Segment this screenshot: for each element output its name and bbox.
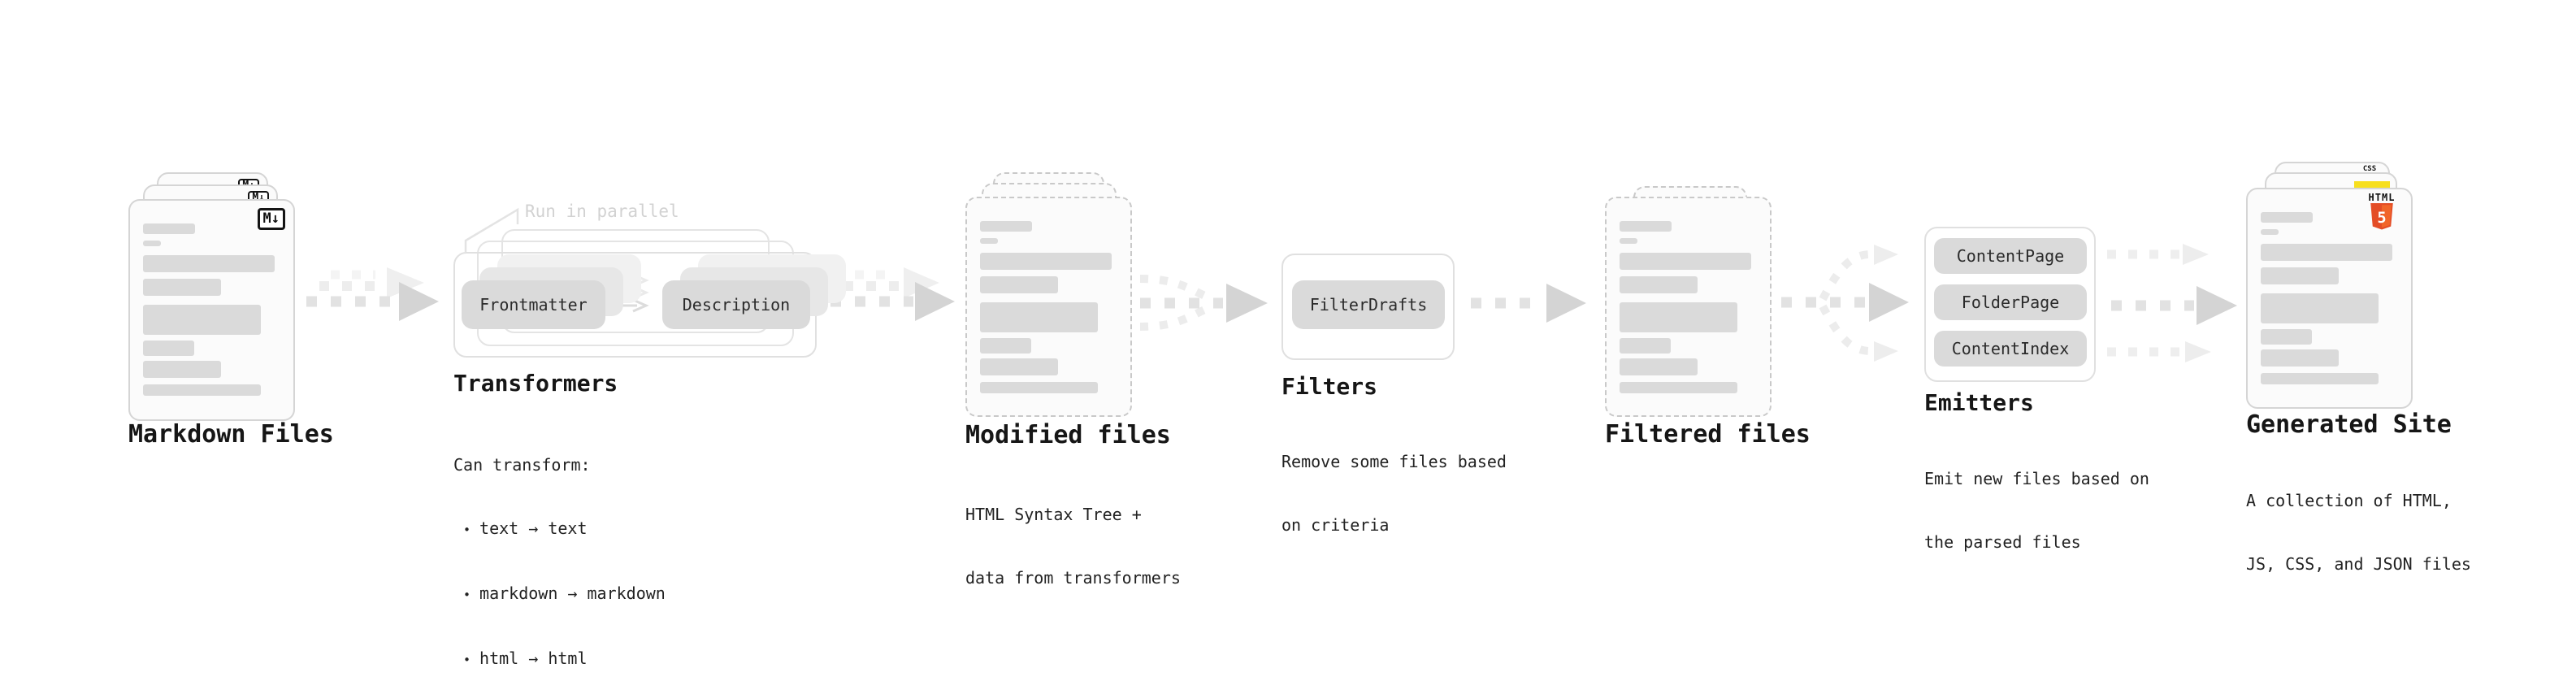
- transformers-title: Transformers: [453, 370, 618, 397]
- document-content-placeholder: [130, 201, 293, 419]
- content-placeholder-bar: [143, 361, 222, 378]
- html5-icon: HTML 5: [2359, 193, 2405, 232]
- content-placeholder-bar: [143, 241, 161, 246]
- transform-bullet: • html → html: [453, 648, 666, 670]
- contentindex-pill: ContentIndex: [1934, 331, 2087, 367]
- html5-icon-word: HTML: [2368, 192, 2396, 203]
- generated-site-description: A collection of HTML, JS, CSS, and JSON …: [2246, 448, 2471, 617]
- content-placeholder-bar: [2261, 349, 2340, 367]
- content-placeholder-bar: [980, 358, 1059, 375]
- content-placeholder-bar: [1620, 358, 1698, 375]
- filters-description: Remove some files based on criteria: [1281, 409, 1507, 578]
- arrow-emitters-to-generated: [2107, 244, 2237, 362]
- content-placeholder-bar: [1620, 276, 1698, 293]
- content-placeholder-bar: [980, 221, 1033, 232]
- filters-desc-line: on criteria: [1281, 515, 1390, 535]
- filters-desc-line: Remove some files based: [1281, 452, 1507, 471]
- content-placeholder-bar: [2261, 267, 2340, 284]
- run-in-parallel-annotation: Run in parallel: [525, 202, 679, 221]
- transform-bullet-text: text → text: [479, 518, 588, 538]
- markdown-files-label: Markdown Files: [128, 420, 334, 449]
- filters-group-box: [1281, 254, 1455, 360]
- content-placeholder-bar: [980, 382, 1099, 393]
- transform-bullet: • markdown → markdown: [453, 583, 666, 605]
- content-placeholder-bar: [980, 302, 1099, 332]
- html5-icon-number: 5: [2377, 210, 2386, 227]
- emitters-title: Emitters: [1924, 389, 2034, 416]
- transform-bullet-text: html → html: [479, 648, 588, 668]
- generated-site-card-html: HTML 5: [2246, 188, 2413, 409]
- arrow-filters-to-filtered: [1471, 284, 1586, 323]
- content-placeholder-bar: [1620, 302, 1738, 332]
- content-placeholder-bar: [980, 338, 1031, 354]
- content-placeholder-bar: [2261, 293, 2379, 323]
- emitters-desc-line: Emit new files based on: [1924, 469, 2149, 488]
- run-in-parallel-leader-line: [464, 207, 519, 252]
- emitters-description: Emit new files based on the parsed files: [1924, 426, 2149, 595]
- content-placeholder-bar: [143, 279, 222, 296]
- content-placeholder-bar: [2261, 329, 2312, 345]
- arrow-transformers-to-modified: [830, 267, 955, 321]
- filterdrafts-pill: FilterDrafts: [1292, 280, 1445, 329]
- content-placeholder-bar: [1620, 338, 1671, 354]
- content-placeholder-bar: [2261, 373, 2379, 384]
- arrow-filtered-to-emitters: [1781, 245, 1909, 362]
- transform-bullet: • text → text: [453, 518, 666, 540]
- modified-files-description: HTML Syntax Tree + data from transformer…: [965, 462, 1181, 631]
- generated-site-desc-line: A collection of HTML,: [2246, 491, 2452, 510]
- css-icon-label: CSS: [2362, 165, 2377, 173]
- modified-files-desc-line: data from transformers: [965, 568, 1181, 588]
- emitters-group-box: [1924, 227, 2096, 382]
- folderpage-pill: FolderPage: [1934, 284, 2087, 320]
- description-pill: Description: [662, 280, 810, 329]
- content-placeholder-bar: [143, 305, 262, 335]
- document-content-placeholder: [967, 198, 1130, 415]
- content-placeholder-bar: [2261, 244, 2393, 261]
- arrow-markdown-to-transformers: [306, 267, 439, 321]
- transformers-desc-intro: Can transform:: [453, 455, 591, 475]
- markdown-file-card-front: M↓: [128, 199, 295, 421]
- transformers-description: Can transform: • text → text • markdown → …: [453, 412, 666, 681]
- content-placeholder-bar: [1620, 382, 1738, 393]
- modified-files-label: Modified files: [965, 421, 1171, 449]
- document-content-placeholder: [2248, 189, 2411, 407]
- emitters-desc-line: the parsed files: [1924, 532, 2081, 552]
- content-placeholder-bar: [2261, 229, 2279, 235]
- modified-file-card-front: [965, 197, 1132, 417]
- content-placeholder-bar: [1620, 238, 1637, 244]
- content-placeholder-bar: [143, 384, 262, 396]
- contentpage-pill: ContentPage: [1934, 238, 2087, 274]
- content-placeholder-bar: [2261, 212, 2314, 223]
- frontmatter-pill: Frontmatter: [462, 280, 605, 329]
- document-content-placeholder: [1607, 198, 1770, 415]
- generated-site-label: Generated Site: [2246, 410, 2452, 439]
- transform-bullet-text: markdown → markdown: [479, 583, 666, 603]
- filtered-files-label: Filtered files: [1605, 420, 1811, 449]
- filters-title: Filters: [1281, 373, 1378, 400]
- arrow-modified-to-filters: [1139, 275, 1268, 331]
- content-placeholder-bar: [143, 255, 275, 272]
- content-placeholder-bar: [980, 253, 1112, 270]
- content-placeholder-bar: [980, 238, 998, 244]
- bullet-icon: •: [463, 523, 471, 537]
- content-placeholder-bar: [143, 340, 194, 356]
- content-placeholder-bar: [1620, 253, 1752, 270]
- markdown-icon: M↓: [257, 208, 285, 230]
- modified-files-desc-line: HTML Syntax Tree +: [965, 505, 1142, 524]
- content-placeholder-bar: [143, 223, 196, 234]
- generated-site-desc-line: JS, CSS, and JSON files: [2246, 554, 2471, 574]
- bullet-icon: •: [463, 653, 471, 667]
- content-placeholder-bar: [980, 276, 1059, 293]
- filtered-file-card-front: [1605, 197, 1772, 417]
- bullet-icon: •: [463, 588, 471, 602]
- content-placeholder-bar: [1620, 221, 1672, 232]
